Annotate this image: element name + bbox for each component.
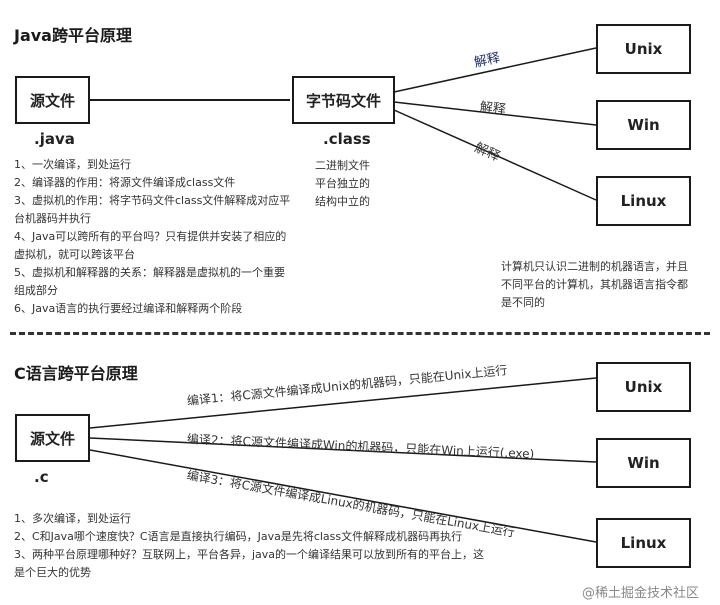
edge-c-to-unix [89,377,597,429]
c-notes: 1、多次编译，到处运行 2、C和Java哪个速度快？C语言是直接执行编码，Jav… [14,510,574,582]
c-note: 2、C和Java哪个速度快？C语言是直接执行编码，Java是先将class文件解… [14,530,463,543]
edge-bytecode-to-linux [393,109,597,201]
side-note-line: 是不同的 [501,296,545,309]
c-platform-unix-box: Unix [596,362,691,412]
java-note: 虚拟机，就可以跨该平台 [14,248,135,261]
java-note: 3、虚拟机的作用：将字节码文件class文件解释成对应平 [14,194,291,207]
java-source-file-box: 源文件 [15,76,90,124]
edge-c-to-linux [89,449,597,543]
c-platform-linux-box: Linux [596,518,691,568]
edge-bytecode-to-unix [393,47,597,93]
java-note: 2、编译器的作用：将源文件编译成class文件 [14,176,236,189]
c-note: 是个巨大的优势 [14,566,91,579]
c-section-title: C语言跨平台原理 [14,364,138,383]
java-notes: 1、一次编译，到处运行 2、编译器的作用：将源文件编译成class文件 3、虚拟… [14,156,304,318]
java-note: 组成部分 [14,284,58,297]
java-note: 6、Java语言的执行要经过编译和解释两个阶段 [14,302,243,315]
bytecode-file-box: 字节码文件 [292,76,395,124]
bytecode-notes: 二进制文件 平台独立的 结构中立的 [315,157,370,211]
edge-bytecode-to-win [393,101,597,126]
side-note-line: 不同平台的计算机，其机器语言指令都 [501,278,688,291]
java-source-ext: .java [34,130,75,148]
edge-c-to-win [89,437,597,463]
bytecode-note: 二进制文件 [315,159,370,172]
edge-label-interpret-win: 解释 [479,100,507,118]
c-note: 3、两种平台原理哪种好？互联网上，平台各异，java的一个编译结果可以放到所有的… [14,548,485,561]
bytecode-ext: .class [323,130,371,148]
java-note: 台机器码并执行 [14,212,91,225]
java-note: 1、一次编译，到处运行 [14,158,131,171]
bytecode-note: 平台独立的 [315,177,370,190]
bytecode-note: 结构中立的 [315,195,370,208]
machine-language-note: 计算机只认识二进制的机器语言，并且 不同平台的计算机，其机器语言指令都 是不同的 [501,258,711,312]
java-note: 5、虚拟机和解释器的关系：解释器是虚拟机的一个重要 [14,266,285,279]
side-note-line: 计算机只认识二进制的机器语言，并且 [501,260,688,273]
c-note: 1、多次编译，到处运行 [14,512,131,525]
java-section-title: Java跨平台原理 [14,26,132,45]
section-divider [10,332,710,335]
c-platform-win-box: Win [596,438,691,488]
watermark: @稀土掘金技术社区 [582,586,700,601]
c-source-file-box: 源文件 [15,414,90,462]
java-platform-unix-box: Unix [596,24,691,74]
java-platform-linux-box: Linux [596,176,691,226]
c-source-ext: .c [34,468,49,486]
java-platform-win-box: Win [596,100,691,150]
java-note: 4、Java可以跨所有的平台吗？只有提供并安装了相应的 [14,230,287,243]
